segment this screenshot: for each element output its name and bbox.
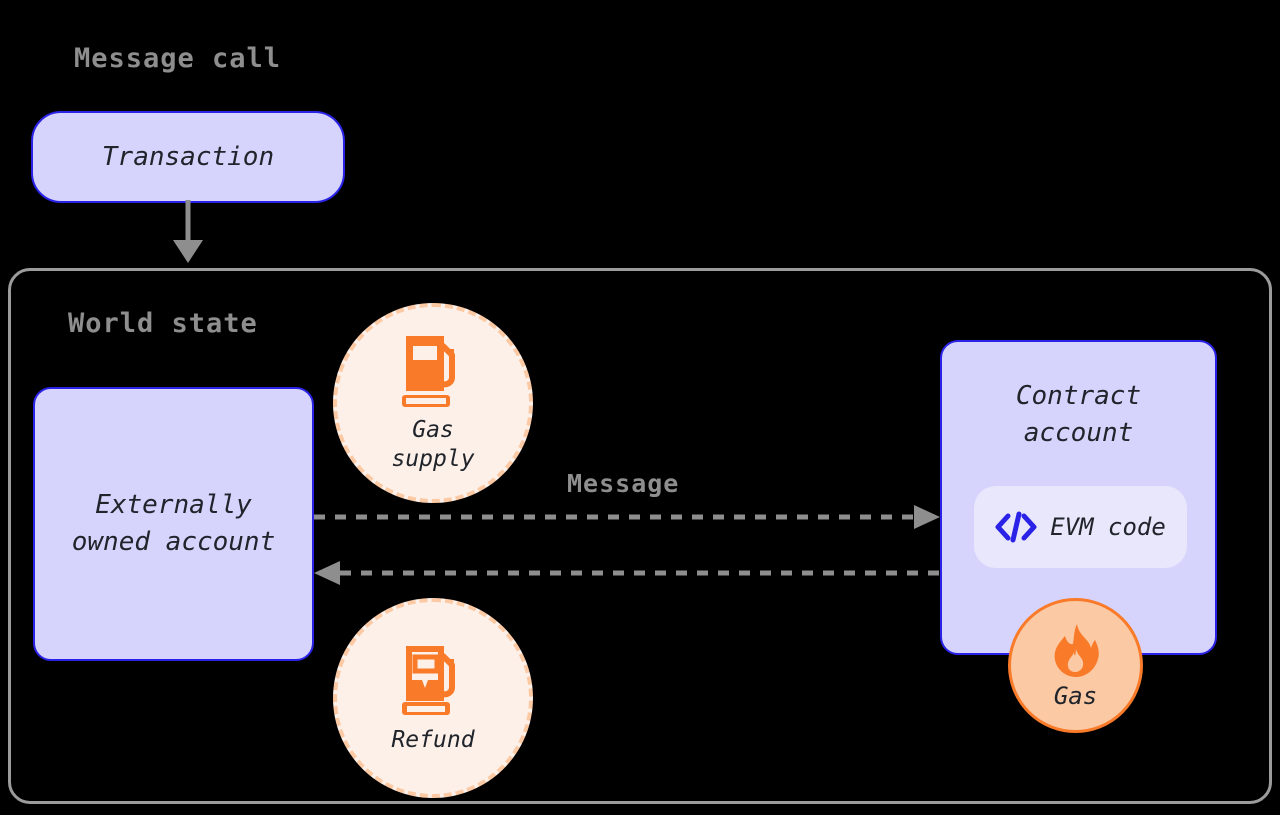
evm-code-label: EVM code: [1050, 513, 1166, 541]
world-state-title: World state: [68, 308, 258, 339]
arrow-message-out: [314, 505, 940, 529]
gas-badge[interactable]: Gas: [1008, 598, 1143, 733]
gas-supply-label: Gas supply: [391, 417, 475, 472]
arrow-transaction-to-world-state: [173, 200, 203, 263]
message-call-title: Message call: [74, 43, 282, 74]
gas-pump-low-icon: [402, 645, 455, 715]
message-edge-label: Message: [567, 469, 680, 498]
arrow-message-back: [314, 561, 944, 585]
gas-supply-badge[interactable]: Gas supply: [333, 303, 533, 503]
contract-account-node[interactable]: Contract account EVM code: [940, 340, 1217, 655]
refund-badge[interactable]: Refund: [333, 598, 533, 798]
contract-account-label: Contract account: [1015, 381, 1142, 448]
refund-label: Refund: [391, 726, 475, 753]
flame-icon: [1054, 623, 1099, 677]
externally-owned-account-label: Externally owned account: [71, 490, 276, 557]
world-state-container: [8, 268, 1272, 804]
gas-badge-label: Gas: [1053, 681, 1098, 710]
transaction-node[interactable]: Transaction: [31, 111, 345, 203]
code-brackets-icon: [995, 511, 1037, 543]
evm-code-chip[interactable]: EVM code: [974, 486, 1187, 568]
gas-pump-full-icon: [402, 336, 455, 408]
externally-owned-account-node[interactable]: Externally owned account: [33, 387, 314, 661]
transaction-label: Transaction: [101, 141, 275, 172]
